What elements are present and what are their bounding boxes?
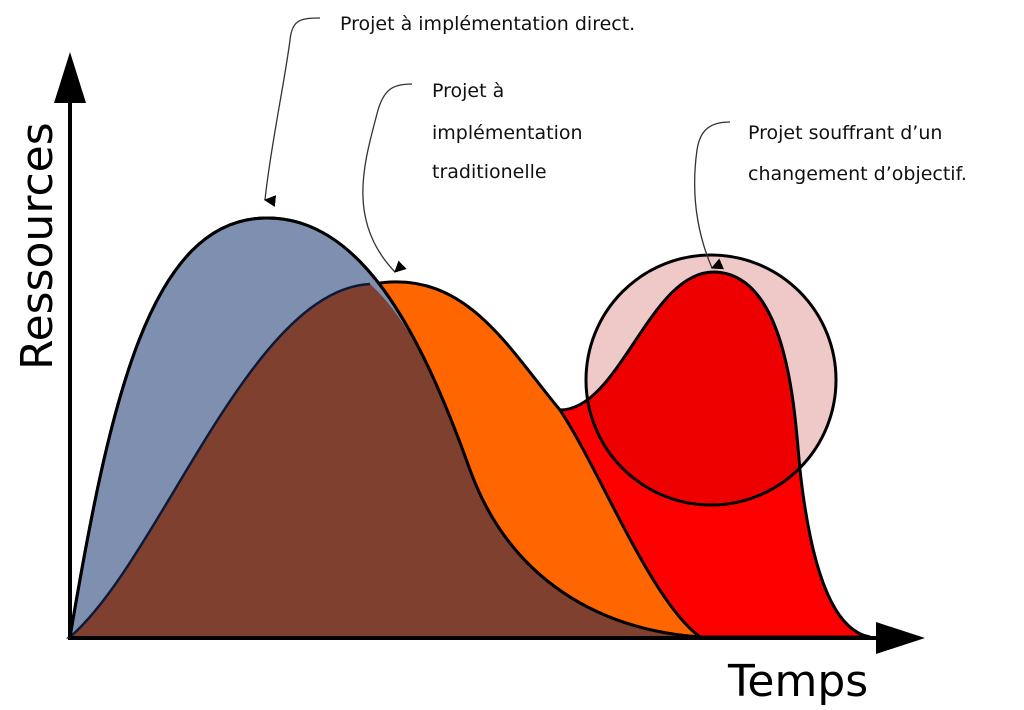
x-axis-arrow-icon	[876, 622, 925, 654]
callout-arrow-objective-change	[694, 121, 731, 270]
y-axis-arrow-icon	[54, 52, 86, 103]
annotation-traditional: Projet à implémentation traditionelle	[432, 80, 589, 183]
callout-arrow-direct	[263, 17, 321, 207]
callout-arrow-traditional	[362, 83, 413, 273]
highlight-circle-outline	[584, 253, 838, 507]
curve-traditional	[70, 284, 700, 637]
curve-traditional-outline	[69, 282, 371, 638]
annotation-direct: Projet à implémentation direct.	[340, 13, 635, 35]
curve-direct-outline	[68, 216, 701, 639]
annotation-objective-change: Projet souffrant d’un changement d’objec…	[748, 122, 967, 185]
x-axis-label: Temps	[727, 656, 868, 707]
y-axis-label: Ressources	[12, 122, 63, 370]
